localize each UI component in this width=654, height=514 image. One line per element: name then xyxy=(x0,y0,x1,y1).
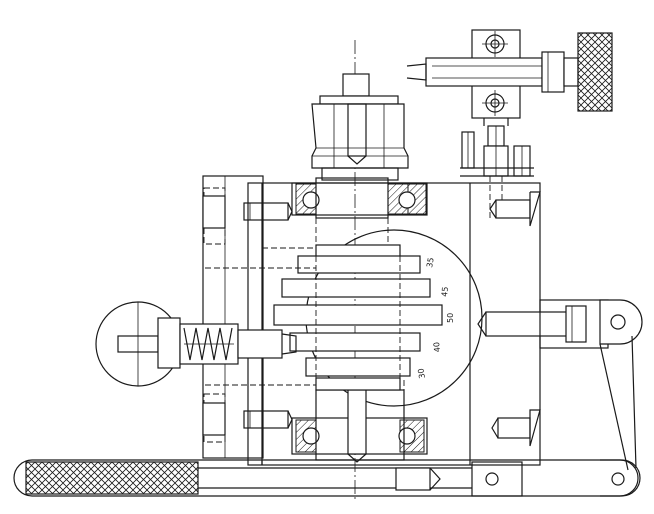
locating-pins xyxy=(460,125,534,218)
top-clamp-nut xyxy=(311,73,409,181)
top-right-bracket xyxy=(406,29,613,126)
right-plunger xyxy=(477,305,587,343)
right-lever-arm xyxy=(539,299,643,471)
bottom-handle xyxy=(13,459,641,497)
scale-label-30: 30 xyxy=(416,368,427,380)
upper-bearing-assembly xyxy=(291,177,428,244)
lower-bearing-assembly xyxy=(291,380,428,463)
scale-label-40: 40 xyxy=(432,342,442,353)
bottom-left-bolt xyxy=(202,402,293,436)
upper-right-screw xyxy=(489,191,541,227)
gauge-block-stack xyxy=(273,244,443,391)
scale-label-35: 35 xyxy=(425,257,436,269)
hidden-lines xyxy=(205,247,316,386)
left-spring-plunger xyxy=(95,301,297,387)
lower-right-screw xyxy=(491,409,541,447)
scale-labels: 35 45 50 40 30 xyxy=(416,257,455,379)
scale-label-45: 45 xyxy=(440,286,450,297)
scale-label-50: 50 xyxy=(446,313,455,323)
